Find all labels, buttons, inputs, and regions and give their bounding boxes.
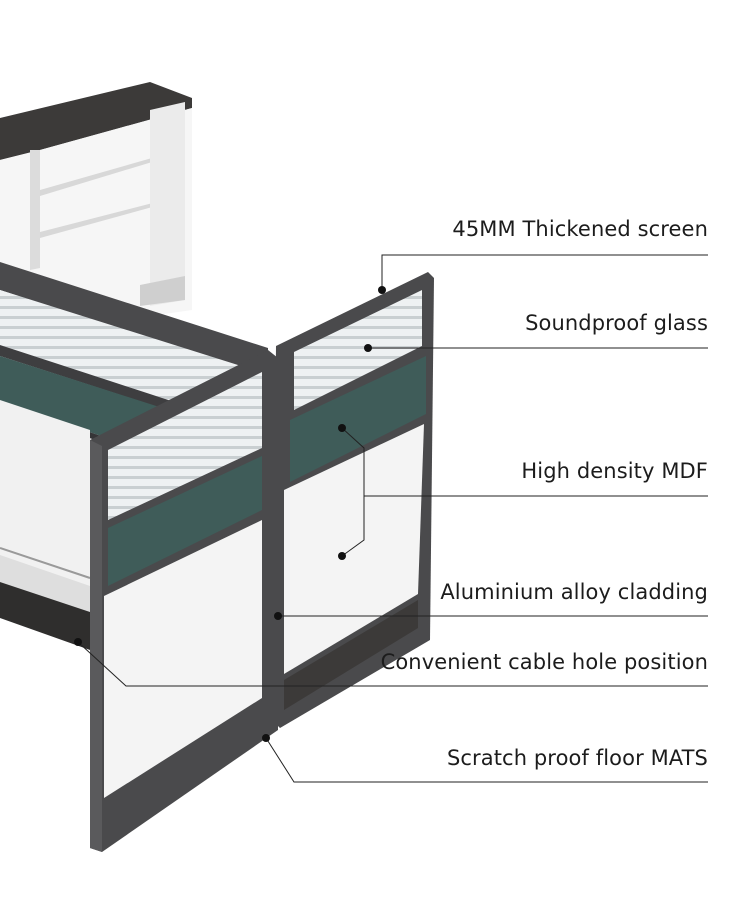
dot-mdf-top bbox=[338, 424, 346, 432]
back-cabinet bbox=[0, 82, 192, 316]
dot-cable-hole bbox=[74, 638, 82, 646]
dot-soundproof-glass bbox=[364, 344, 372, 352]
callout-line-floor-mats bbox=[265, 737, 708, 783]
label-floor-mats: Scratch proof floor MATS bbox=[446, 746, 708, 770]
callout-dots bbox=[74, 286, 386, 742]
front-right-partition bbox=[272, 272, 434, 728]
dot-thickened-screen bbox=[378, 286, 386, 294]
dot-cladding bbox=[274, 612, 282, 620]
label-high-density-mdf: High density MDF bbox=[521, 459, 708, 483]
desk-surface bbox=[0, 400, 91, 650]
label-soundproof-glass: Soundproof glass bbox=[525, 311, 708, 335]
label-thickened-screen: 45MM Thickened screen bbox=[452, 217, 708, 241]
callout-line-cable-hole bbox=[77, 641, 708, 687]
callout-line-mdf bbox=[341, 427, 708, 497]
label-cable-hole: Convenient cable hole position bbox=[380, 650, 708, 674]
callout-line-thickened-screen bbox=[381, 254, 708, 290]
dot-mdf-bottom bbox=[338, 552, 346, 560]
callout-lines bbox=[77, 254, 708, 783]
callout-line-mdf-2 bbox=[341, 496, 365, 557]
label-aluminium-cladding: Aluminium alloy cladding bbox=[440, 580, 708, 604]
dot-floor-mats bbox=[262, 734, 270, 742]
front-left-partition bbox=[90, 350, 278, 852]
